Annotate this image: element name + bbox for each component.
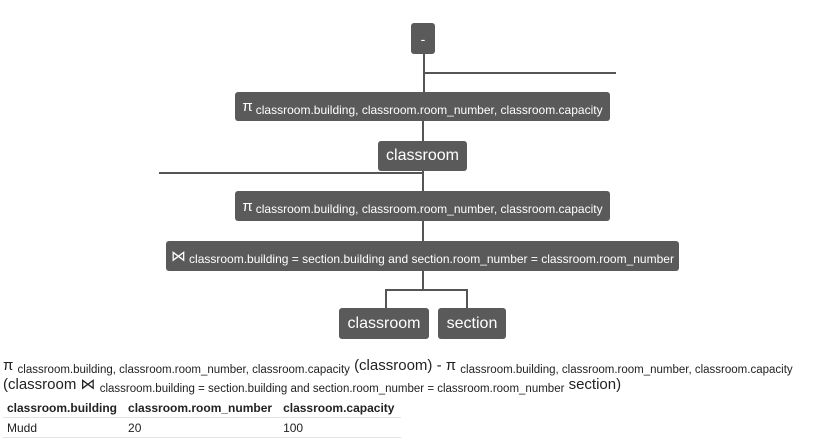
edge-relation-branch bbox=[422, 171, 424, 191]
projection-node-left[interactable]: π classroom.building, classroom.room_num… bbox=[235, 92, 610, 121]
projection-attributes: classroom.building, classroom.room_numbe… bbox=[255, 102, 603, 117]
relation-operand: (classroom) bbox=[354, 357, 433, 374]
table-row: Mudd 20 100 bbox=[3, 417, 402, 438]
difference-operator: - bbox=[420, 30, 426, 47]
table-cell: Mudd bbox=[3, 417, 125, 438]
join-open: (classroom bbox=[3, 376, 77, 393]
relation-name: classroom bbox=[386, 147, 459, 164]
relation-name: classroom bbox=[347, 314, 421, 332]
edge-root-right bbox=[423, 72, 616, 74]
column-header: classroom.room_number bbox=[124, 399, 280, 418]
projection-node-right[interactable]: π classroom.building, classroom.room_num… bbox=[235, 191, 610, 221]
relation-node-classroom-join[interactable]: classroom bbox=[339, 308, 429, 339]
column-header: classroom.building bbox=[3, 399, 125, 418]
difference-node[interactable]: - bbox=[411, 23, 435, 54]
projection-attributes: classroom.building, classroom.room_numbe… bbox=[17, 364, 350, 376]
edge-project-join bbox=[422, 221, 424, 241]
pi-symbol: π bbox=[445, 357, 457, 374]
table-cell: 20 bbox=[124, 417, 280, 438]
edge-split-horizontal bbox=[385, 289, 468, 291]
join-condition: classroom.building = section.building an… bbox=[99, 383, 565, 395]
edge-project-relation bbox=[422, 121, 424, 141]
table-cell: 100 bbox=[279, 417, 402, 438]
join-symbol: ⋈ bbox=[171, 248, 187, 265]
edge-split-right bbox=[466, 289, 468, 308]
edge-branch-left bbox=[159, 172, 424, 174]
pi-symbol: π bbox=[3, 357, 14, 374]
table-header-row: classroom.building classroom.room_number… bbox=[3, 399, 402, 418]
pi-symbol: π bbox=[242, 197, 253, 215]
join-symbol: ⋈ bbox=[80, 376, 96, 393]
join-condition: classroom.building = section.building an… bbox=[189, 252, 674, 266]
join-close: section) bbox=[568, 376, 622, 393]
column-header: classroom.capacity bbox=[279, 399, 402, 418]
minus-operator: - bbox=[436, 357, 442, 374]
result-table: classroom.building classroom.room_number… bbox=[3, 399, 402, 438]
edge-split-left bbox=[385, 289, 387, 308]
edge-join-split bbox=[422, 271, 424, 290]
pi-symbol: π bbox=[242, 98, 253, 115]
projection-attributes: classroom.building, classroom.room_numbe… bbox=[460, 364, 793, 376]
projection-attributes: classroom.building, classroom.room_numbe… bbox=[255, 202, 603, 216]
relation-node-section[interactable]: section bbox=[438, 308, 506, 339]
relation-name: section bbox=[446, 314, 498, 332]
join-node[interactable]: ⋈ classroom.building = section.building … bbox=[166, 241, 679, 271]
relation-node-classroom[interactable]: classroom bbox=[378, 141, 467, 171]
relational-algebra-expression: π classroom.building, classroom.room_num… bbox=[3, 357, 835, 395]
